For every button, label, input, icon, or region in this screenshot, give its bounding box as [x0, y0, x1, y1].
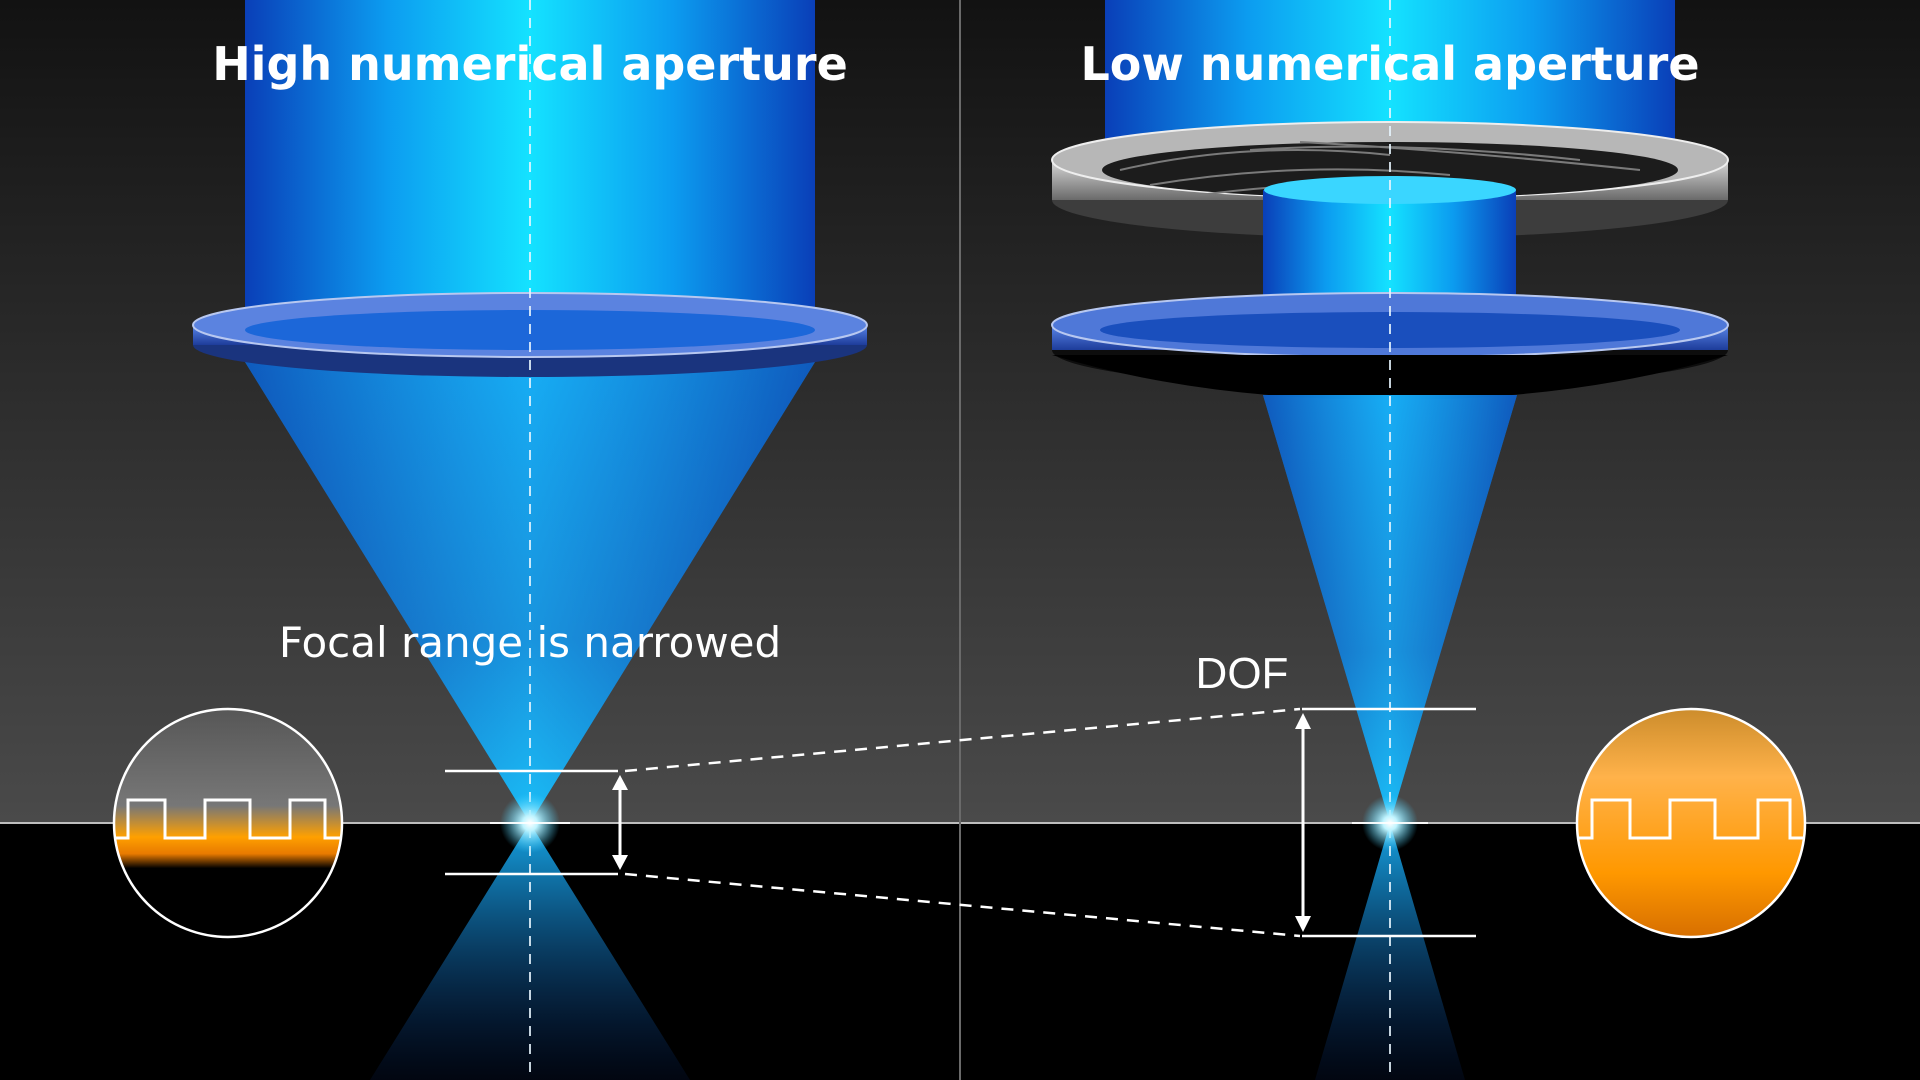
left-focal-range-caption: Focal range is narrowed: [279, 618, 781, 667]
right-sample-magnifier: [1575, 707, 1807, 939]
left-panel: High numerical aperture Focal range is n…: [112, 0, 868, 1080]
left-panel-title: High numerical aperture: [212, 37, 848, 91]
right-lower-cone: [1315, 823, 1465, 1080]
left-lower-cone: [370, 823, 690, 1080]
right-dof-arrow: [1295, 713, 1311, 932]
dof-connector-top: [624, 707, 1301, 773]
right-panel-title: Low numerical aperture: [1080, 37, 1699, 91]
left-dof-arrow: [612, 775, 628, 870]
left-sample-magnifier: [112, 707, 344, 939]
right-panel: DOF Low numerical aperture: [1051, 0, 1807, 1080]
dof-label: DOF: [1196, 649, 1289, 698]
dof-connector-bottom: [624, 872, 1301, 938]
